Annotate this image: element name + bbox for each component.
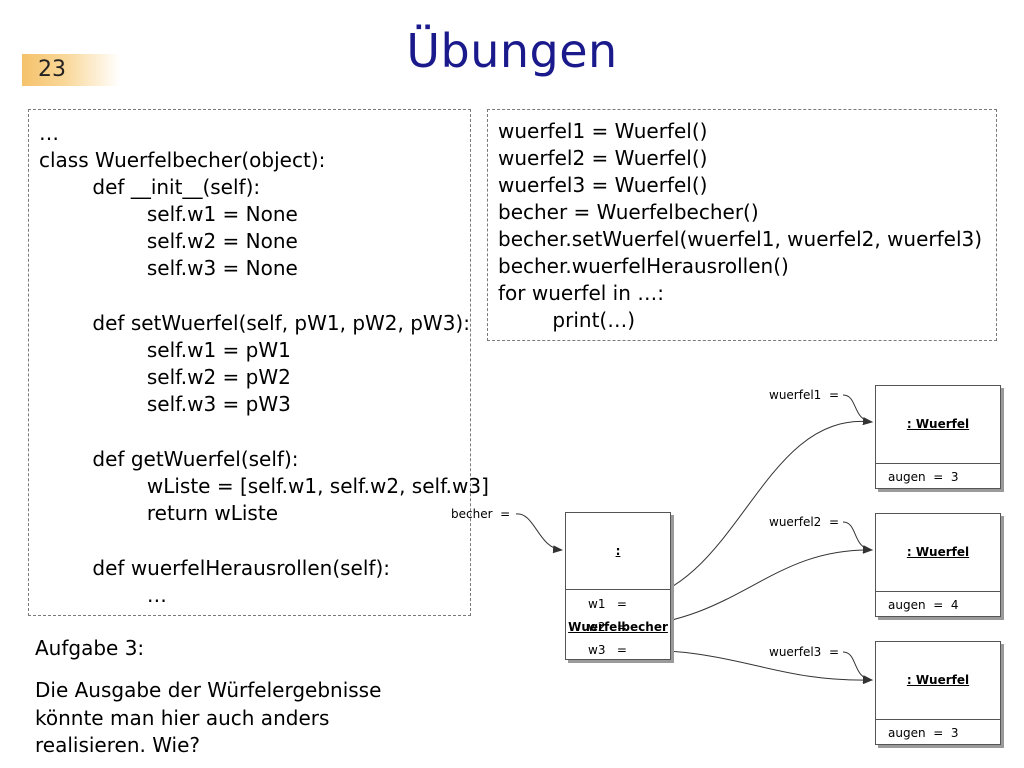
task-heading: Aufgabe 3: — [35, 636, 145, 660]
task-text-line: realisieren. Wie? — [35, 733, 201, 757]
code-line: becher.wuerfelHerausrollen() — [498, 254, 789, 278]
code-line: … — [96, 583, 167, 607]
code-line: wuerfel3 = Wuerfel() — [498, 173, 708, 197]
wuerfel2-class-name: : Wuerfel — [876, 514, 1000, 592]
wuerfel3-class-name: : Wuerfel — [876, 642, 1000, 720]
wuerfel1-class-name: : Wuerfel — [876, 386, 1000, 464]
wuerfelbecher-object: : Wuerfelbecher w1 = w2 = w3 = — [565, 512, 671, 660]
code-line: wuerfel1 = Wuerfel() — [498, 119, 708, 143]
slide-number: 23 — [38, 57, 66, 82]
code-line: self.w1 = None — [96, 202, 298, 226]
wuerfel2-reference-arrow — [842, 521, 873, 554]
code-line: … — [39, 121, 59, 145]
code-line: print(…) — [527, 308, 636, 332]
wuerfel2-augen: augen = 4 — [888, 598, 959, 612]
attr-w1: w1 = — [588, 597, 627, 611]
class-code-box: … class Wuerfelbecher(object): def __ini… — [28, 109, 489, 616]
code-line: self.w3 = None — [96, 256, 298, 280]
code-line: self.w2 = pW2 — [96, 365, 291, 389]
code-line: wListe = [self.w1, self.w2, self.w3] — [96, 474, 489, 498]
wuerfel3-label: wuerfel3 = — [769, 645, 839, 659]
code-line: self.w3 = pW3 — [96, 392, 291, 416]
code-line: def wuerfelHerausrollen(self): — [67, 556, 390, 580]
wuerfel3-object: : Wuerfel augen = 3 — [875, 641, 1001, 745]
code-line: def getWuerfel(self): — [67, 447, 299, 471]
code-line: self.w2 = None — [96, 229, 298, 253]
code-line: becher = Wuerfelbecher() — [498, 200, 759, 224]
code-line: wuerfel2 = Wuerfel() — [498, 146, 708, 170]
wuerfelbecher-class-name: : Wuerfelbecher — [566, 513, 670, 634]
code-line: def __init__(self): — [67, 175, 261, 199]
code-line: for wuerfel in …: — [498, 281, 665, 305]
code-line: class Wuerfelbecher(object): — [39, 148, 326, 172]
slide-number-badge: 23 — [22, 54, 120, 86]
wuerfel3-augen: augen = 3 — [888, 726, 959, 740]
wuerfel2-label: wuerfel2 = — [769, 515, 839, 529]
task-text-line: könnte man hier auch anders — [35, 706, 330, 730]
wuerfel3-reference-arrow — [842, 651, 873, 684]
attr-w3: w3 = — [588, 643, 627, 657]
wuerfel1-augen: augen = 3 — [888, 470, 959, 484]
code-line: self.w1 = pW1 — [96, 338, 291, 362]
becher-label: becher = — [451, 507, 511, 521]
becher-reference-arrow — [515, 513, 563, 554]
code-line: def setWuerfel(self, pW1, pW2, pW3): — [67, 311, 470, 335]
wuerfel1-label: wuerfel1 = — [769, 388, 839, 402]
attr-w2: w2 = — [588, 620, 627, 634]
task-text-line: Die Ausgabe der Würfelergebnisse — [35, 678, 382, 702]
code-line: becher.setWuerfel(wuerfel1, wuerfel2, wu… — [498, 227, 983, 251]
wuerfel2-object: : Wuerfel augen = 4 — [875, 513, 1001, 617]
slide-title: Übungen — [406, 24, 618, 78]
usage-code-box: wuerfel1 = Wuerfel() wuerfel2 = Wuerfel(… — [487, 109, 997, 341]
code-line: return wListe — [96, 501, 278, 525]
wuerfel1-reference-arrow — [842, 394, 873, 426]
wuerfel1-object: : Wuerfel augen = 3 — [875, 385, 1001, 489]
